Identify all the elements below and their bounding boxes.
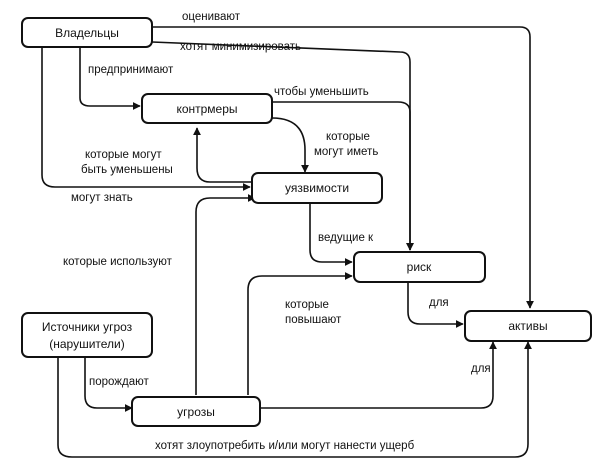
label-risk-to-assets: для	[429, 297, 449, 309]
edge-vulnerabilities-lead-to-risk	[309, 203, 353, 266]
edge-threats-increase-risk	[247, 272, 353, 395]
edge-owners-take-countermeasures	[79, 47, 141, 110]
label-increase-line2: повышают	[285, 314, 342, 326]
label-may-possess-line2: могут иметь	[314, 146, 378, 158]
edge-sources-give-rise-to-threats	[84, 357, 133, 412]
label-give-rise-to: порождают	[89, 376, 149, 388]
node-assets[interactable]: активы	[464, 310, 592, 342]
node-threat-sources-label-line2: (нарушители)	[49, 337, 125, 351]
label-countermeasures-reduce-risk: чтобы уменьшить	[274, 86, 369, 98]
node-threat-sources[interactable]: Источники угроз (нарушители)	[21, 312, 153, 358]
label-increase-line1: которые	[285, 299, 329, 311]
node-owners-label: Владельцы	[55, 26, 119, 40]
node-risk-label: риск	[407, 260, 432, 274]
edge-sources-wish-to-abuse-assets	[57, 341, 532, 458]
label-leading-to: ведущие к	[318, 232, 374, 244]
label-owners-may-know: могут знать	[71, 192, 133, 204]
node-threats-label: угрозы	[177, 405, 215, 419]
label-owners-minimize-risk: хотят минимизировать	[180, 41, 301, 53]
node-risk[interactable]: риск	[353, 251, 486, 283]
edge-threats-to-assets	[260, 341, 497, 409]
edge-vulnerabilities-reduced-by	[193, 127, 252, 183]
label-may-be-reduced-line2: быть уменьшены	[81, 164, 173, 176]
node-countermeasures-label: контрмеры	[176, 102, 237, 116]
edge-owners-may-know	[41, 47, 251, 191]
node-assets-label: активы	[508, 319, 547, 333]
label-wish-to-abuse: хотят злоупотребить и/или могут нанести …	[155, 440, 415, 452]
edge-risk-to-assets	[407, 282, 464, 328]
node-vulnerabilities-label: уязвимости	[285, 181, 349, 195]
label-owners-take-countermeasures: предпринимают	[88, 64, 174, 76]
node-owners[interactable]: Владельцы	[21, 17, 153, 48]
edge-owners-minimize-risk	[151, 41, 414, 251]
edge-owners-value-assets	[152, 26, 534, 309]
edge-countermeasures-may-possess	[271, 117, 309, 173]
label-may-possess-line1: которые	[326, 131, 370, 143]
label-threats-to-assets: для	[471, 363, 491, 375]
label-may-be-reduced-line1: которые могут	[85, 149, 162, 161]
label-that-exploit: которые используют	[63, 256, 173, 268]
node-countermeasures[interactable]: контрмеры	[141, 93, 273, 124]
edge-threats-exploit-vulnerabilities	[195, 194, 256, 395]
node-threat-sources-label-line1: Источники угроз	[42, 320, 133, 334]
node-vulnerabilities[interactable]: уязвимости	[251, 172, 383, 204]
node-threats[interactable]: угрозы	[131, 396, 261, 427]
label-owners-value-assets: оценивают	[182, 11, 241, 23]
edge-countermeasures-reduce-risk	[272, 101, 414, 251]
